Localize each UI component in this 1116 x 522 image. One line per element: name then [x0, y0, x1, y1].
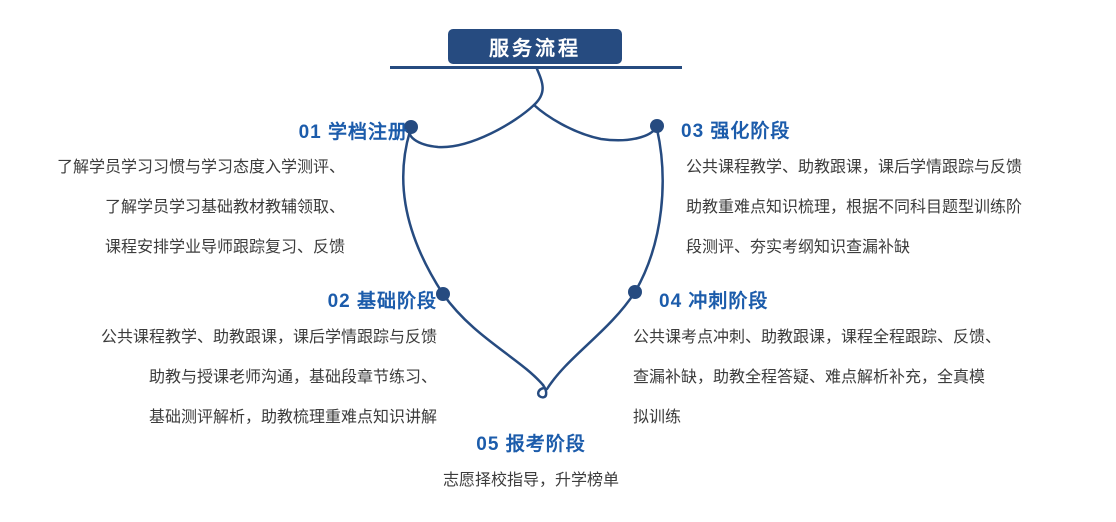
stage-02-body: 公共课程教学、助教跟课，课后学情跟踪与反馈 助教与授课老师沟通，基础段章节练习、… — [101, 318, 437, 438]
stage-dot-01 — [404, 120, 418, 134]
stage-03-line-1: 公共课程教学、助教跟课，课后学情跟踪与反馈 — [686, 159, 1023, 176]
stage-02-line-3: 基础测评解析，助教梳理重难点知识讲解 — [148, 409, 437, 426]
stage-04-line-3: 拟训练 — [633, 409, 682, 426]
stage-03-heading: 03 强化阶段 — [681, 121, 791, 142]
stage-04-line-2: 查漏补缺，助教全程答疑、难点解析补充，全真模 — [633, 369, 986, 386]
stage-01-line-1: 了解学员学习习惯与学习态度入学测评、 — [56, 159, 345, 176]
stage-03-body: 公共课程教学、助教跟课，课后学情跟踪与反馈 助教重难点知识梳理，根据不同科目题型… — [686, 148, 1022, 268]
stage-05-body: 志愿择校指导，升学榜单 — [381, 461, 681, 501]
stage-02-line-1: 公共课程教学、助教跟课，课后学情跟踪与反馈 — [100, 329, 437, 346]
stage-02-line-2: 助教与授课老师沟通，基础段章节练习、 — [148, 369, 437, 386]
stage-01-line-3: 课程安排学业导师跟踪复习、反馈 — [104, 239, 345, 256]
stage-04-line-1: 公共课考点冲刺、助教跟课，课程全程跟踪、反馈、 — [633, 329, 1002, 346]
curve-stem-left-lobe — [408, 67, 544, 149]
title-underline — [390, 66, 682, 69]
stage-dot-04 — [628, 285, 642, 299]
stage-05-heading: 05 报考阶段 — [476, 434, 586, 455]
stage-03-line-2: 助教重难点知识梳理，根据不同科目题型训练阶 — [686, 199, 1023, 216]
stage-dot-03 — [650, 119, 664, 133]
stage-05-line-1: 志愿择校指导，升学榜单 — [442, 472, 619, 489]
stage-01-heading: 01 学档注册 — [298, 122, 408, 143]
stage-dot-02 — [436, 287, 450, 301]
curve-bottom-curl — [536, 383, 548, 399]
stage-01-body: 了解学员学习习惯与学习态度入学测评、 了解学员学习基础教材教辅领取、 课程安排学… — [57, 148, 345, 268]
stage-03-line-3: 段测评、夯实考纲知识查漏补缺 — [686, 239, 911, 256]
flow-title: 服务流程 — [448, 29, 622, 64]
curve-right-lobe — [532, 103, 659, 142]
stage-02-heading: 02 基础阶段 — [327, 291, 437, 312]
stage-04-body: 公共课考点冲刺、助教跟课，课程全程跟踪、反馈、 查漏补缺，助教全程答疑、难点解析… — [633, 318, 1001, 438]
stage-04-heading: 04 冲刺阶段 — [659, 291, 769, 312]
stage-01-line-2: 了解学员学习基础教材教辅领取、 — [104, 199, 345, 216]
